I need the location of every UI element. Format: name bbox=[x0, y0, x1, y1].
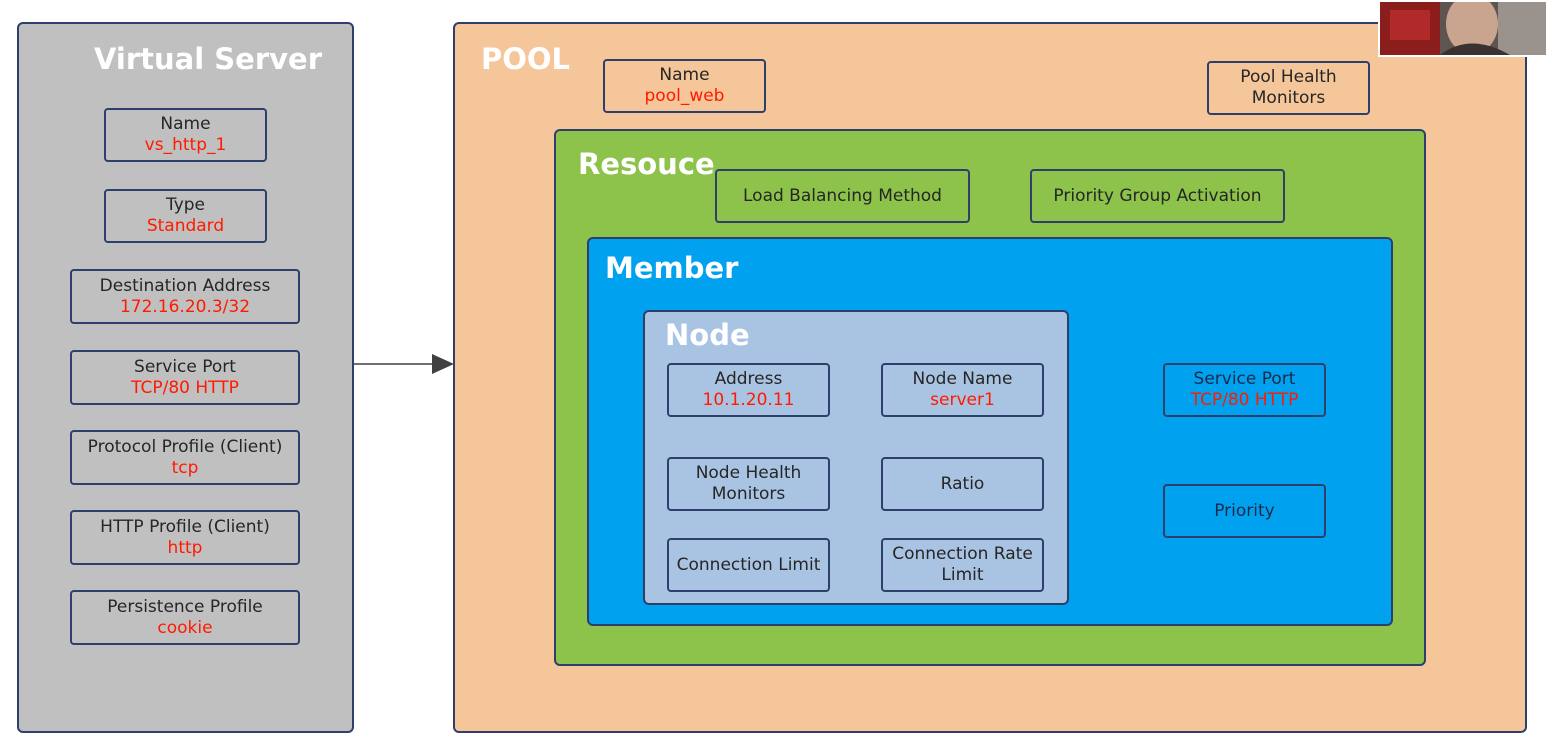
member-service-port-value: TCP/80 HTTP bbox=[1190, 390, 1299, 410]
node-health-monitors-box: Node Health Monitors bbox=[667, 457, 830, 511]
vs-destination-value: 172.16.20.3/32 bbox=[119, 296, 251, 317]
vs-service-port-label: Service Port bbox=[134, 356, 236, 377]
member-priority-box: Priority bbox=[1163, 484, 1326, 538]
node-ratio-label: Ratio bbox=[940, 473, 985, 494]
vs-http-profile-label: HTTP Profile (Client) bbox=[100, 516, 270, 537]
member-service-port-label: Service Port bbox=[1193, 369, 1296, 389]
node-title: Node bbox=[665, 318, 750, 352]
vs-persistence-profile-label: Persistence Profile bbox=[107, 596, 263, 617]
node-name-box: Node Name server1 bbox=[881, 363, 1044, 417]
pool-health-monitors-line1: Pool Health bbox=[1240, 67, 1337, 87]
resource-title: Resouce bbox=[578, 147, 715, 181]
vs-name-box: Name vs_http_1 bbox=[104, 108, 267, 162]
node-address-box: Address 10.1.20.11 bbox=[667, 363, 830, 417]
node-connection-rate-limit-box: Connection Rate Limit bbox=[881, 538, 1044, 592]
pool-name-box: Name pool_web bbox=[603, 59, 766, 113]
vs-type-value: Standard bbox=[146, 216, 225, 236]
load-balancing-method-box: Load Balancing Method bbox=[715, 169, 970, 223]
node-health-line2: Monitors bbox=[711, 484, 786, 504]
node-address-value: 10.1.20.11 bbox=[702, 390, 795, 410]
node-connection-rate-line1: Connection Rate bbox=[892, 544, 1033, 564]
webcam-image bbox=[1380, 2, 1546, 55]
node-ratio-box: Ratio bbox=[881, 457, 1044, 511]
member-service-port-box: Service Port TCP/80 HTTP bbox=[1163, 363, 1326, 417]
vs-service-port-value: TCP/80 HTTP bbox=[131, 377, 239, 398]
virtual-server-title: Virtual Server bbox=[94, 42, 323, 76]
vs-service-port-box: Service Port TCP/80 HTTP bbox=[70, 350, 300, 405]
vs-type-label: Type bbox=[165, 195, 206, 215]
node-connection-limit-box: Connection Limit bbox=[667, 538, 830, 592]
vs-http-profile-value: http bbox=[167, 537, 203, 558]
load-balancing-method-label: Load Balancing Method bbox=[743, 185, 942, 206]
vs-protocol-profile-label: Protocol Profile (Client) bbox=[87, 436, 283, 457]
vs-persistence-profile-box: Persistence Profile cookie bbox=[70, 590, 300, 645]
vs-protocol-profile-value: tcp bbox=[171, 457, 199, 478]
priority-group-activation-label: Priority Group Activation bbox=[1053, 185, 1262, 206]
pool-health-monitors-line2: Monitors bbox=[1251, 88, 1326, 108]
vs-persistence-profile-value: cookie bbox=[157, 617, 213, 638]
vs-destination-box: Destination Address 172.16.20.3/32 bbox=[70, 269, 300, 324]
webcam-thumbnail bbox=[1378, 0, 1548, 57]
node-address-label: Address bbox=[714, 369, 783, 389]
node-connection-rate-line2: Limit bbox=[941, 565, 984, 585]
node-health-line1: Node Health bbox=[695, 463, 802, 483]
priority-group-activation-box: Priority Group Activation bbox=[1030, 169, 1285, 223]
node-name-label: Node Name bbox=[912, 369, 1013, 389]
node-name-value: server1 bbox=[930, 390, 995, 410]
pool-name-label: Name bbox=[659, 65, 710, 85]
member-title: Member bbox=[605, 251, 739, 285]
pool-health-monitors-box: Pool Health Monitors bbox=[1207, 61, 1370, 115]
vs-name-value: vs_http_1 bbox=[144, 135, 227, 155]
pool-title: POOL bbox=[481, 42, 571, 76]
vs-type-box: Type Standard bbox=[104, 189, 267, 243]
pool-name-value: pool_web bbox=[644, 86, 725, 106]
vs-name-label: Name bbox=[160, 114, 211, 134]
vs-to-pool-arrow bbox=[354, 354, 454, 374]
member-priority-label: Priority bbox=[1214, 500, 1275, 521]
vs-destination-label: Destination Address bbox=[99, 275, 271, 296]
vs-http-profile-box: HTTP Profile (Client) http bbox=[70, 510, 300, 565]
node-connection-limit-label: Connection Limit bbox=[676, 554, 821, 575]
vs-protocol-profile-box: Protocol Profile (Client) tcp bbox=[70, 430, 300, 485]
